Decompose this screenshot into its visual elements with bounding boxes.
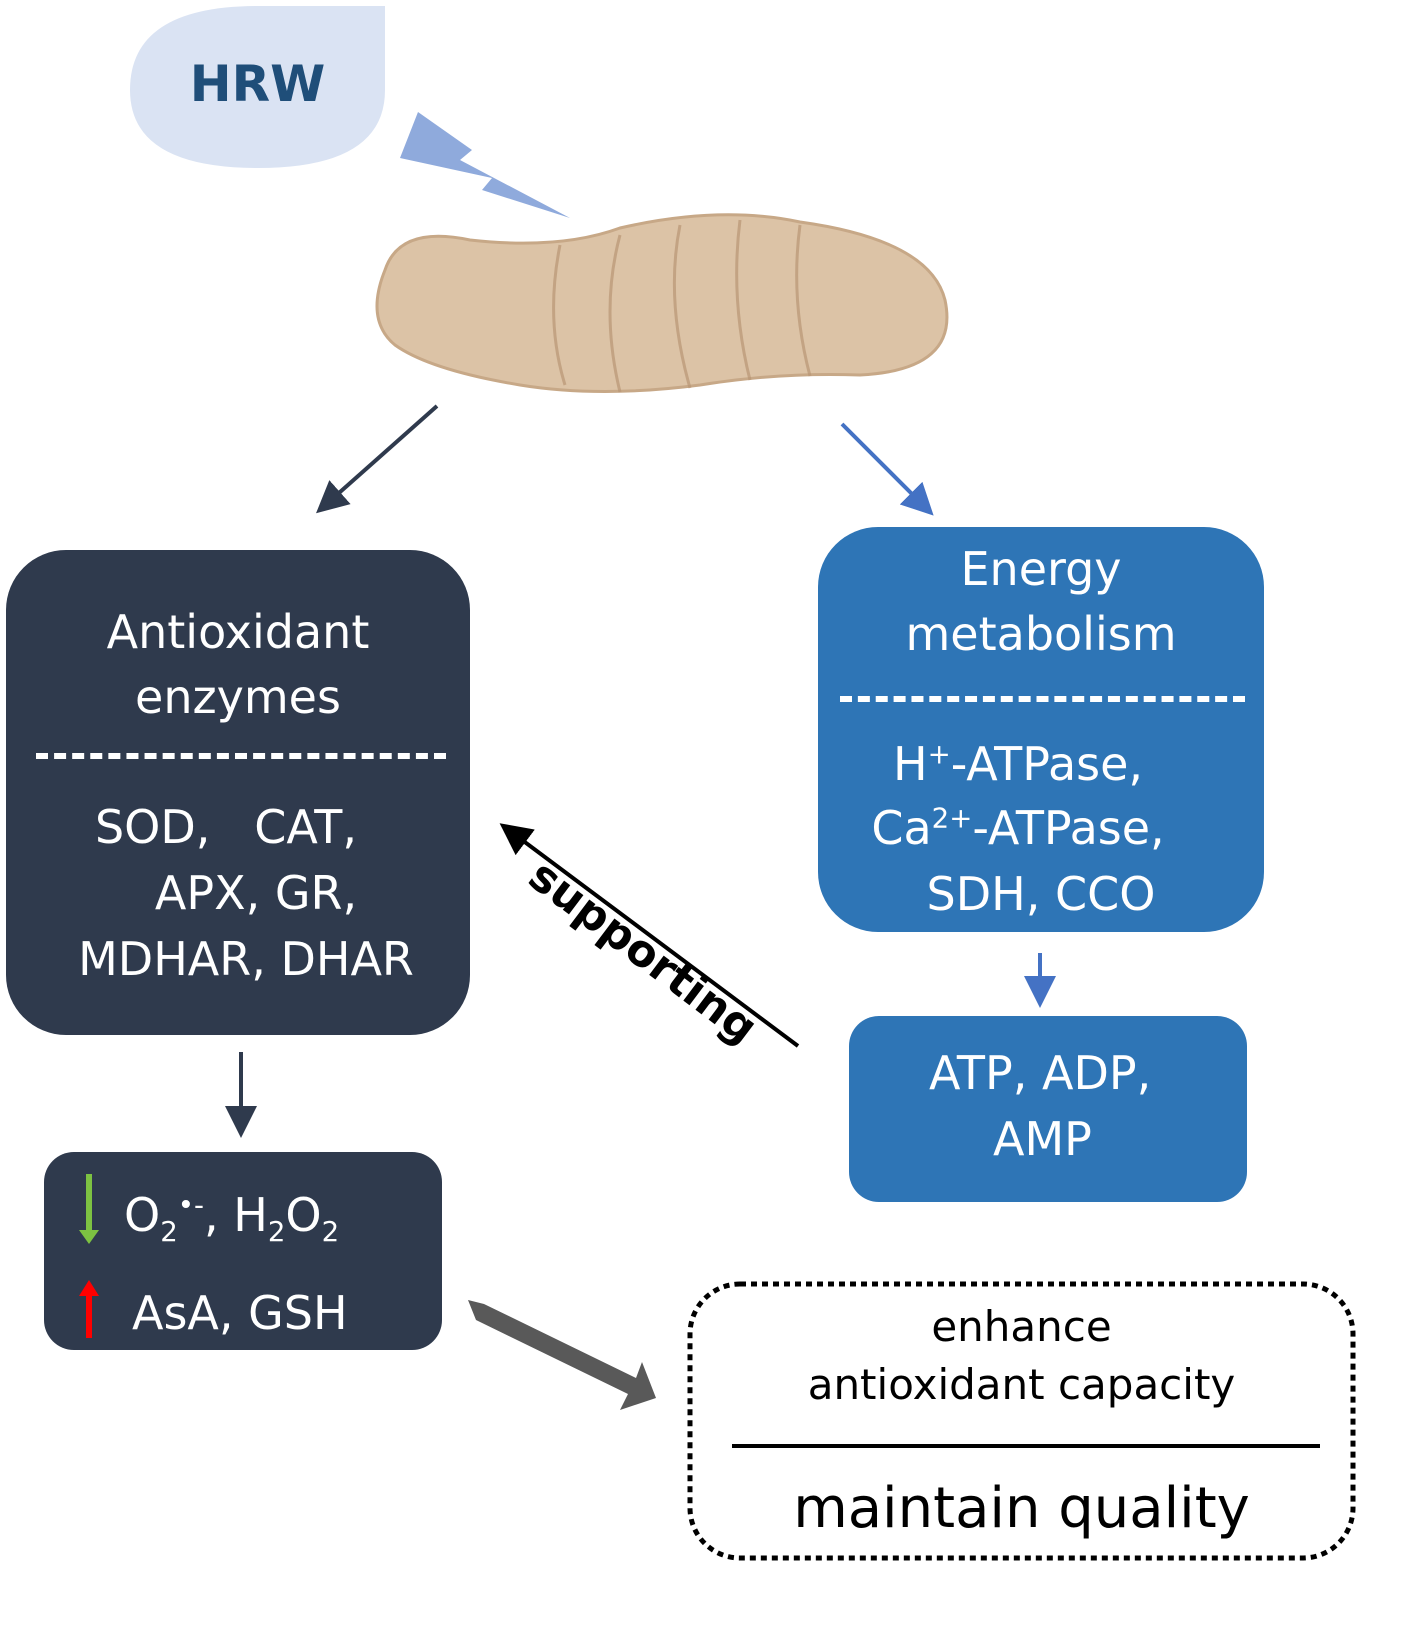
atp-line-1: ATP, ADP, [929, 1046, 1152, 1100]
hrw-drop-shape [130, 6, 385, 168]
antioxidant-items-1: SOD, CAT, [94, 800, 358, 854]
atp-box: ATP, ADP, AMP [849, 1016, 1247, 1202]
arrow-to-antioxidant [316, 404, 439, 514]
ros-arrows [79, 1174, 99, 1338]
antioxidant-title-2: enzymes [135, 670, 341, 724]
outcome-line-2: antioxidant capacity [807, 1360, 1236, 1409]
h-sub: 2 [267, 1215, 286, 1249]
h-label: , H [204, 1188, 268, 1242]
h-rest: -ATPase, [950, 737, 1144, 791]
yam-image [375, 213, 949, 393]
ca-sup: 2+ [931, 801, 973, 835]
o2-label: O [285, 1188, 322, 1242]
outcome-line-3: maintain quality [793, 1476, 1250, 1541]
energy-items-3: SDH, CCO [926, 867, 1156, 921]
energy-h-atpase: H+-ATPase, [818, 737, 1218, 791]
antioxidant-title-1: Antioxidant [106, 605, 370, 659]
h-sup: + [927, 737, 951, 771]
hrw-label: HRW [189, 55, 326, 113]
antioxidant-divider [36, 753, 446, 759]
energy-title-2: metabolism [905, 607, 1177, 661]
h-label: H [892, 737, 928, 791]
ros-line-2: AsA, GSH [132, 1286, 348, 1340]
o-label: O [124, 1188, 161, 1242]
energy-metabolism-box: Energy metabolism H+-ATPase, Ca2+-ATPase… [818, 527, 1264, 932]
antioxidant-enzymes-box: Antioxidant enzymes SOD, CAT, APX, GR, M… [6, 550, 470, 1035]
o2-sub: 2 [321, 1215, 340, 1249]
supporting-arrow [499, 823, 800, 1048]
antioxidant-items-2: APX, GR, [154, 866, 358, 920]
energy-ca-atpase: Ca2+-ATPase, [818, 801, 1218, 855]
ca-label: Ca [871, 801, 932, 855]
outcome-box [687, 1281, 1356, 1561]
energy-title-1: Energy [960, 542, 1122, 596]
big-arrow-to-outcome [468, 1300, 656, 1410]
ros-box: O2•-, H2O2 AsA, GSH [44, 1152, 442, 1350]
arrow-to-energy [840, 422, 934, 516]
o-sub: 2 [160, 1215, 178, 1249]
outcome-line-1: enhance [931, 1302, 1112, 1351]
atp-line-2: AMP [993, 1112, 1092, 1166]
o-sup: •- [177, 1188, 205, 1222]
energy-divider [840, 696, 1245, 702]
antioxidant-items-3: MDHAR, DHAR [78, 932, 414, 986]
lightning-icon [400, 112, 570, 218]
ca-rest: -ATPase, [972, 801, 1165, 855]
ros-line-1: O2•-, H2O2 [124, 1188, 339, 1248]
